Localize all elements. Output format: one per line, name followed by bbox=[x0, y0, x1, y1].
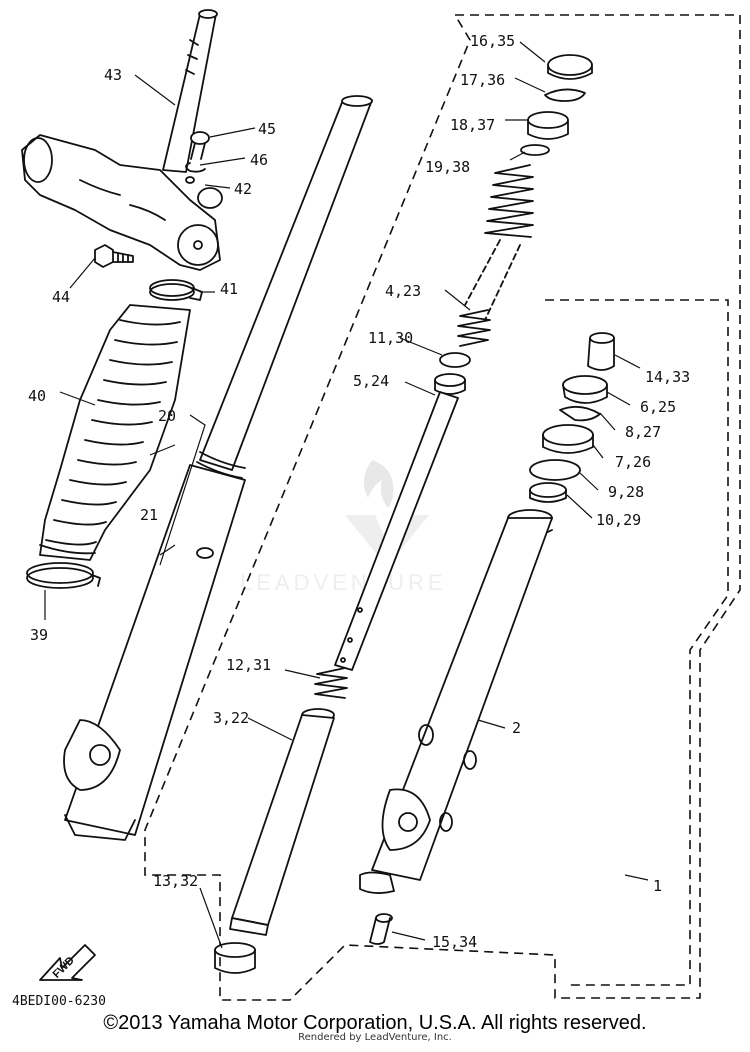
inner-tube-3-22 bbox=[229, 708, 335, 936]
label-5-24: 5,24 bbox=[353, 372, 389, 390]
label-15-34: 15,34 bbox=[432, 933, 477, 951]
circlip-17-36 bbox=[544, 88, 586, 102]
steering-stem bbox=[162, 9, 218, 173]
label-17-36: 17,36 bbox=[460, 71, 505, 89]
clamp-39 bbox=[26, 562, 101, 589]
label-8-27: 8,27 bbox=[625, 423, 661, 441]
damper-rod-5-24 bbox=[334, 373, 466, 671]
label-9-28: 9,28 bbox=[608, 483, 644, 501]
label-6-25: 6,25 bbox=[640, 398, 676, 416]
slide-bushing-14-33 bbox=[587, 332, 615, 371]
spacer-cap-18-37 bbox=[527, 111, 569, 140]
bolt-44 bbox=[94, 244, 134, 268]
oil-seal-7-26 bbox=[542, 424, 594, 454]
bolt-15-34 bbox=[369, 913, 393, 945]
fork-boot-40 bbox=[39, 304, 191, 561]
piston-ring-11-30 bbox=[439, 352, 471, 368]
part-labels: 43 45 46 42 44 41 40 20 21 39 16,35 17,3… bbox=[12, 32, 690, 1009]
label-46: 46 bbox=[250, 151, 268, 169]
label-39: 39 bbox=[30, 626, 48, 644]
clamp-41 bbox=[149, 279, 203, 301]
outer-tube-2 bbox=[359, 509, 553, 894]
clip-8-27 bbox=[559, 405, 601, 422]
label-21: 21 bbox=[140, 506, 158, 524]
rebound-spring-12-31 bbox=[314, 667, 348, 699]
copyright-notice: ©2013 Yamaha Motor Corporation, U.S.A. A… bbox=[103, 1012, 647, 1034]
left-fork-assembly bbox=[63, 95, 373, 841]
label-40: 40 bbox=[28, 387, 46, 405]
label-10-29: 10,29 bbox=[596, 511, 641, 529]
label-12-31: 12,31 bbox=[226, 656, 271, 674]
bolt-45 bbox=[190, 131, 210, 160]
rendered-by-text: Rendered by LeadVenture, Inc. bbox=[298, 1032, 452, 1043]
label-44: 44 bbox=[52, 288, 70, 306]
washer-42 bbox=[185, 176, 223, 209]
label-18-37: 18,37 bbox=[450, 116, 495, 134]
fork-spring bbox=[464, 164, 534, 321]
assembly-outline bbox=[144, 14, 741, 1001]
label-11-30: 11,30 bbox=[368, 329, 413, 347]
label-43: 43 bbox=[104, 66, 122, 84]
label-14-33: 14,33 bbox=[645, 368, 690, 386]
label-4-23: 4,23 bbox=[385, 282, 421, 300]
label-20: 20 bbox=[158, 407, 176, 425]
label-19-38: 19,38 bbox=[425, 158, 470, 176]
washer-9-28 bbox=[529, 459, 581, 481]
clip-46 bbox=[185, 162, 206, 173]
dust-seal-6-25 bbox=[562, 375, 608, 404]
watermark-text: LEADVENTURE bbox=[240, 570, 447, 595]
label-1: 1 bbox=[653, 877, 662, 895]
oil-lock-piece-13-32 bbox=[214, 942, 256, 974]
leader-lines bbox=[44, 41, 649, 949]
fwd-arrow-icon bbox=[39, 944, 96, 981]
label-41: 41 bbox=[220, 280, 238, 298]
label-16-35: 16,35 bbox=[470, 32, 515, 50]
label-7-26: 7,26 bbox=[615, 453, 651, 471]
label-42: 42 bbox=[234, 180, 252, 198]
spring-4-23 bbox=[457, 309, 491, 347]
diagram-code: 4BEDI00-6230 bbox=[12, 994, 106, 1009]
slide-metal-10-29 bbox=[529, 482, 567, 503]
under-bracket bbox=[21, 134, 221, 271]
cap-bolt-16-35 bbox=[547, 54, 593, 80]
label-2: 2 bbox=[512, 719, 521, 737]
label-13-32: 13,32 bbox=[153, 872, 198, 890]
label-3-22: 3,22 bbox=[213, 709, 249, 727]
watermark-logo: LEADVENTURE bbox=[240, 460, 447, 595]
label-45: 45 bbox=[258, 120, 276, 138]
o-ring-19-38 bbox=[520, 144, 550, 156]
